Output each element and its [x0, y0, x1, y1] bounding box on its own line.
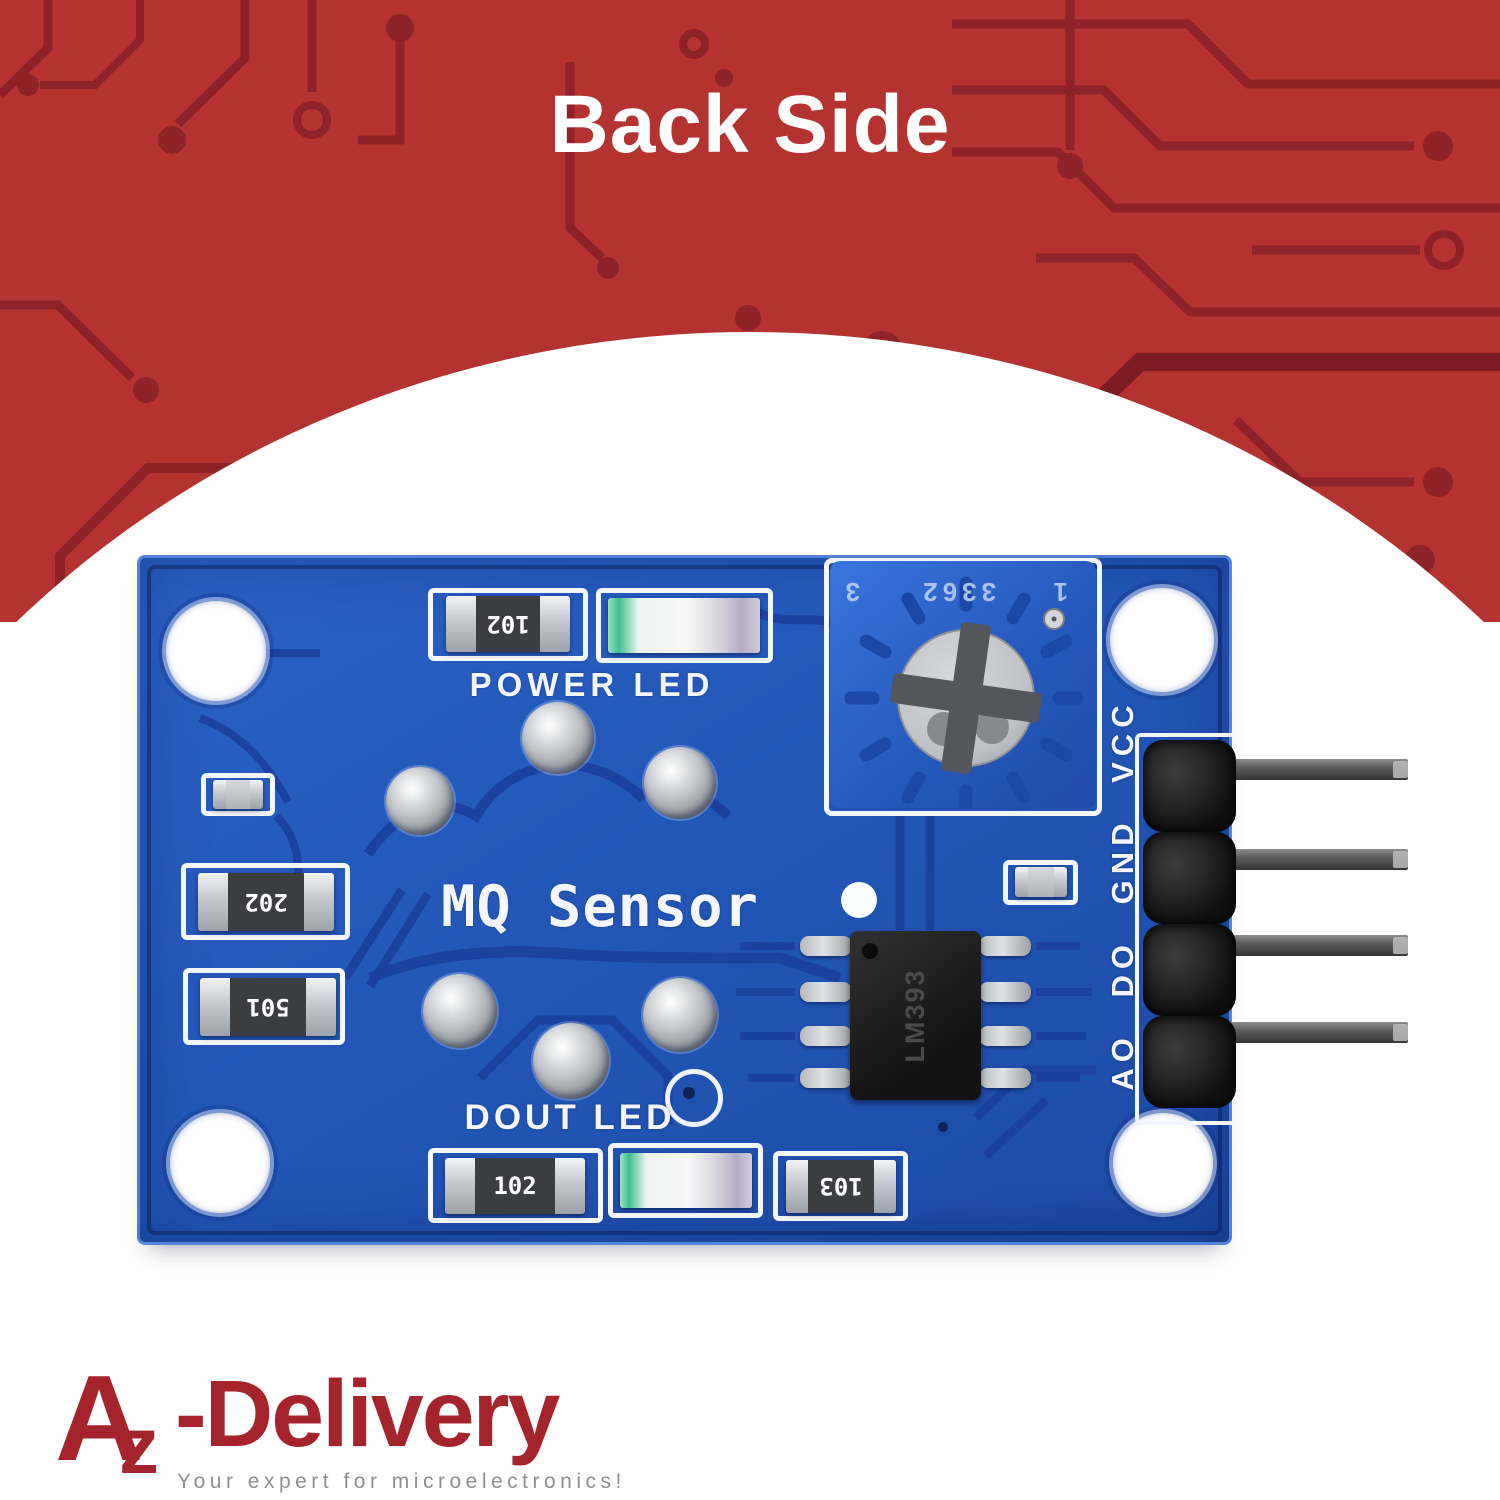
- resistor-outline: [181, 863, 350, 940]
- resistor-103: 103: [786, 1160, 896, 1213]
- resistor-cap: [540, 596, 570, 652]
- resistor-cap: [446, 596, 476, 652]
- resistor-cap: [250, 780, 263, 809]
- resistor-cap: [304, 873, 334, 931]
- resistor-label: 501: [230, 978, 306, 1036]
- resistor-label: 102: [475, 1158, 555, 1214]
- via-ring: [665, 1069, 723, 1127]
- header-pin: [1180, 849, 1408, 870]
- pot-model-label: 3362: [918, 577, 996, 607]
- header-plastic: [1143, 1016, 1236, 1108]
- brand-logo: A z -Delivery Your expert for microelect…: [55, 1348, 621, 1500]
- pcb-module: 102 POWER LED 202 501 MQ Sensor: [137, 555, 1408, 1245]
- chip-pin: [800, 1026, 852, 1046]
- chip-pin: [979, 1026, 1031, 1046]
- page-title: Back Side: [549, 79, 951, 170]
- brand-letter-z: z: [119, 1401, 159, 1490]
- resistor-label: 102: [476, 596, 540, 652]
- resistor-cap: [786, 1160, 808, 1213]
- mounting-hole: [1113, 1113, 1213, 1213]
- chip-pin: [800, 936, 852, 956]
- potentiometer-outline: [824, 558, 1102, 816]
- small-resistor: [213, 780, 263, 809]
- header-pin: [1180, 1022, 1408, 1043]
- lm393-chip: LM393: [850, 931, 981, 1100]
- chip-pin1-dent: [862, 943, 878, 959]
- resistor-cap: [874, 1160, 896, 1213]
- resistor-outline: [201, 773, 275, 816]
- header-band: [0, 0, 1500, 622]
- mounting-hole: [170, 1113, 270, 1213]
- header-plastic: [1143, 924, 1236, 1016]
- solder-bump: [533, 1023, 609, 1099]
- solder-bump: [644, 747, 716, 819]
- power-led-label: POWER LED: [469, 666, 715, 703]
- dout-led-component: [620, 1153, 752, 1208]
- chip-pin: [979, 1068, 1031, 1088]
- resistor-cap: [200, 978, 230, 1036]
- resistor-label: 103: [808, 1160, 874, 1213]
- silkscreen-dot: [841, 882, 877, 918]
- brand-letter-a: A: [55, 1350, 143, 1486]
- resistor-202: 202: [198, 873, 334, 931]
- capacitor-cap: [1054, 867, 1067, 897]
- resistor-cap: [213, 780, 226, 809]
- via: [938, 1122, 948, 1132]
- resistor-cap: [306, 978, 336, 1036]
- solder-bump: [643, 978, 717, 1052]
- mq-sensor-label: MQ Sensor: [441, 874, 759, 940]
- led-outline: [596, 588, 773, 663]
- brand-tagline: Your expert for microelectronics!: [177, 1470, 626, 1493]
- potentiometer: 3 3362 1: [830, 561, 1096, 808]
- header-silk-outline: [1135, 733, 1235, 1125]
- header-plastic: [1143, 832, 1236, 924]
- resistor-label: 202: [228, 873, 304, 931]
- capacitor: [1015, 867, 1067, 897]
- resistor-outline: [183, 968, 345, 1045]
- resistor-outline: [428, 588, 588, 661]
- capacitor-outline: [1003, 860, 1078, 905]
- resistor-cap: [445, 1158, 475, 1214]
- chip-pin: [800, 1068, 852, 1088]
- mounting-hole: [166, 601, 266, 701]
- resistor-cap: [198, 873, 228, 931]
- solder-bump: [423, 974, 497, 1048]
- pot-pin1-label: 1: [1054, 577, 1068, 607]
- solder-bump: [522, 702, 594, 774]
- power-led-component: [608, 598, 760, 653]
- chip-pin: [800, 982, 852, 1002]
- brand-name: -Delivery: [175, 1361, 560, 1467]
- chip-pin: [979, 936, 1031, 956]
- resistor-outline: [773, 1151, 908, 1221]
- resistor-102-top: 102: [446, 596, 570, 652]
- via: [683, 1087, 695, 1099]
- capacitor-cap: [1015, 867, 1028, 897]
- resistor-102-bottom: 102: [445, 1158, 585, 1214]
- led-outline: [608, 1143, 763, 1218]
- resistor-cap: [555, 1158, 585, 1214]
- resistor-501: 501: [200, 978, 336, 1036]
- pot-pin3-label: 3: [846, 577, 860, 607]
- header-pin: [1180, 935, 1408, 956]
- solder-bump: [386, 767, 454, 835]
- chip-pin: [979, 982, 1031, 1002]
- resistor-body: [226, 780, 250, 809]
- header-plastic: [1143, 740, 1236, 832]
- resistor-outline: [428, 1148, 603, 1223]
- dout-led-label: DOUT LED: [464, 1098, 676, 1137]
- pin-labels: AO DO GND VCC: [1105, 699, 1140, 1091]
- header-pin: [1180, 759, 1408, 780]
- chip-marking: LM393: [900, 968, 930, 1063]
- mounting-hole: [1110, 588, 1214, 692]
- capacitor-body: [1028, 867, 1054, 897]
